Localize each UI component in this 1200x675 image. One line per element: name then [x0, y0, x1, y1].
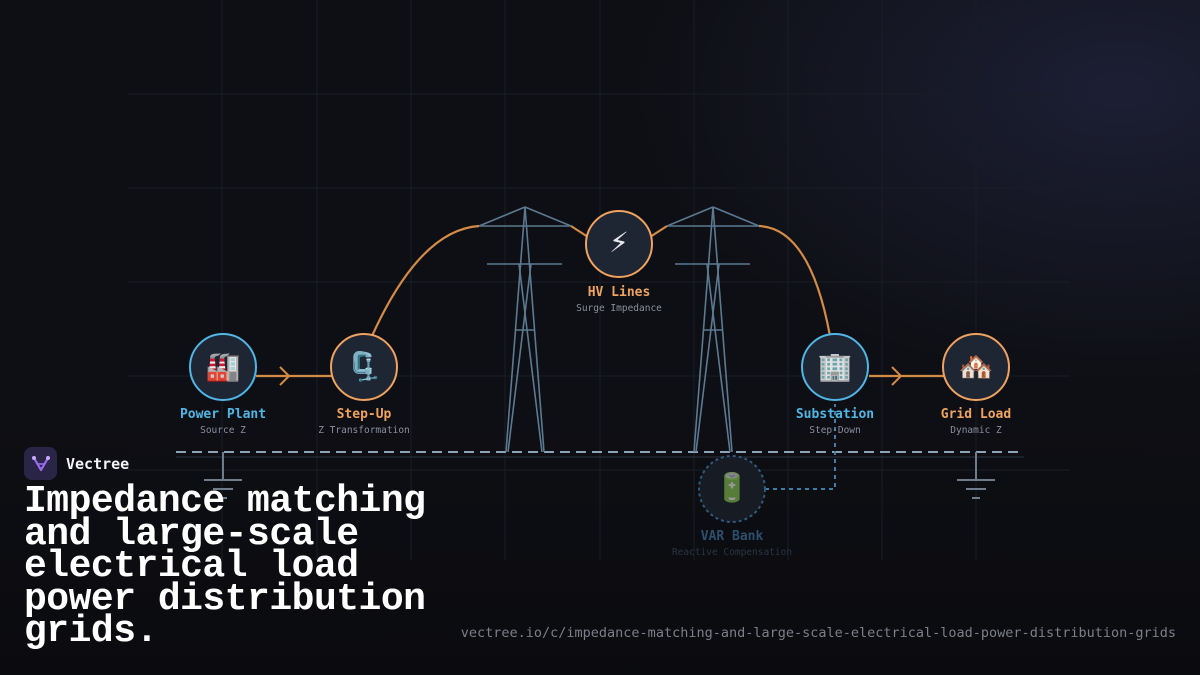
clamp-icon: 🗜️	[346, 350, 382, 383]
substation-sublabel: Step-Down	[809, 425, 861, 436]
var-bank-label: VAR Bank	[700, 529, 764, 544]
step-up-sublabel: Z Transformation	[318, 425, 410, 436]
brand-name: Vectree	[66, 454, 130, 473]
factory-icon: 🏭	[205, 350, 241, 383]
ground-symbol-left	[204, 452, 242, 499]
ground-symbol-right	[957, 452, 995, 499]
wire-hv-to-tower	[649, 225, 668, 238]
hv-lines-sublabel: Surge Impedance	[576, 303, 662, 314]
background-grid	[128, 0, 1070, 560]
arrow-right-icon	[279, 366, 291, 386]
hv-lines-node[interactable]	[585, 210, 653, 278]
office-building-icon: 🏢	[817, 350, 853, 383]
wire-tower-to-hv	[570, 225, 589, 238]
hv-lines-label: HV Lines	[587, 285, 651, 300]
step-up-label: Step-Up	[336, 407, 392, 422]
substation-label: Substation	[795, 407, 875, 422]
page-url[interactable]: vectree.io/c/impedance-matching-and-larg…	[460, 625, 1176, 641]
grid-load-label: Grid Load	[940, 407, 1012, 422]
wire-tower-to-substation	[758, 224, 832, 337]
page-title: Impedance matching and large-scale elect…	[24, 480, 426, 653]
flow-arrows	[279, 366, 903, 386]
vectree-logo-icon	[24, 447, 57, 480]
lightning-icon: ⚡	[609, 226, 629, 259]
battery-icon: 🔋	[714, 471, 750, 504]
brand[interactable]: Vectree	[24, 447, 129, 480]
power-plant-label: Power Plant	[179, 407, 267, 422]
var-bank-node[interactable]	[698, 455, 766, 523]
step-up-node[interactable]	[330, 333, 398, 401]
power-wires	[256, 224, 944, 378]
power-plant-node[interactable]	[189, 333, 257, 401]
arrow-right-icon	[891, 366, 903, 386]
var-bank-sublabel: Reactive Compensation	[671, 547, 793, 558]
substation-node[interactable]	[801, 333, 869, 401]
grid-load-node[interactable]	[942, 333, 1010, 401]
power-plant-sublabel: Source Z	[200, 425, 246, 436]
wire-stepup-to-tower	[370, 224, 480, 337]
grid-load-sublabel: Dynamic Z	[950, 425, 1002, 436]
houses-icon: 🏘️	[958, 350, 994, 383]
transmission-tower-right	[666, 206, 760, 453]
transmission-tower-left	[478, 206, 572, 453]
